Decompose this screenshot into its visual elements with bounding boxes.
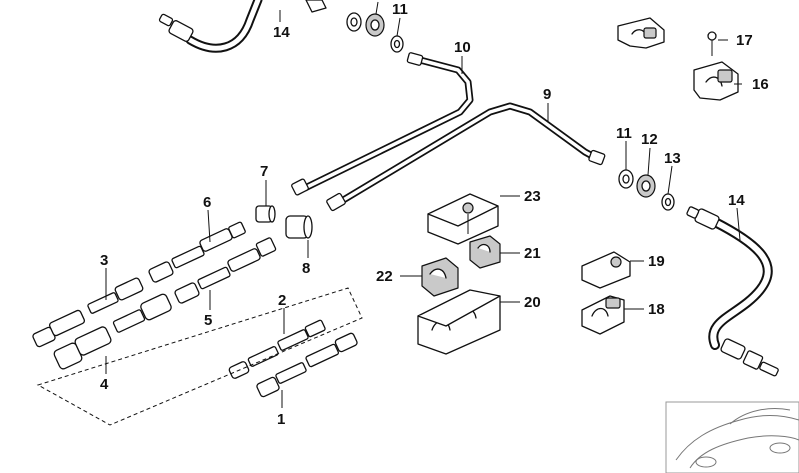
clip-16 bbox=[693, 61, 739, 101]
label-5: 5 bbox=[204, 312, 212, 329]
label-11: 11 bbox=[616, 125, 632, 142]
fitting-8 bbox=[285, 215, 313, 239]
label-21: 21 bbox=[524, 245, 541, 262]
connector-3 bbox=[32, 277, 144, 348]
label-8: 8 bbox=[302, 260, 310, 277]
label-18: 18 bbox=[648, 301, 665, 318]
leader-lines bbox=[105, 1, 742, 408]
label-10: 10 bbox=[454, 39, 471, 56]
label-11-top: 11 bbox=[392, 1, 408, 18]
label-19: 19 bbox=[648, 253, 665, 270]
clip-15 bbox=[617, 17, 665, 49]
clip-19 bbox=[581, 251, 631, 289]
label-7: 7 bbox=[260, 163, 268, 180]
connector-2 bbox=[228, 319, 326, 379]
label-22: 22 bbox=[376, 268, 393, 285]
connector-6 bbox=[148, 221, 246, 283]
group-outline bbox=[36, 287, 363, 426]
label-6: 6 bbox=[203, 194, 211, 211]
clip-23 bbox=[427, 193, 499, 245]
connector-4 bbox=[53, 293, 172, 370]
label-14-top: 14 bbox=[273, 24, 290, 41]
label-23: 23 bbox=[524, 188, 541, 205]
washer-set-right bbox=[618, 169, 675, 211]
fitting-7 bbox=[255, 205, 276, 223]
brake-hose-top-left bbox=[158, 0, 327, 53]
clip-20 bbox=[417, 289, 501, 355]
part-labels: 14 11 10 9 11 12 13 14 17 16 7 8 6 5 3 4… bbox=[100, 1, 769, 428]
brake-pipe-10 bbox=[291, 52, 474, 196]
clip-21 bbox=[469, 235, 501, 269]
label-13: 13 bbox=[664, 150, 681, 167]
label-9: 9 bbox=[543, 86, 551, 103]
label-1: 1 bbox=[277, 411, 285, 428]
label-14: 14 bbox=[728, 192, 745, 209]
label-3: 3 bbox=[100, 252, 108, 269]
washer-set-top bbox=[346, 12, 404, 53]
label-17: 17 bbox=[736, 32, 753, 49]
brake-hose-14 bbox=[686, 206, 779, 377]
clip-22 bbox=[421, 257, 459, 297]
screw-17 bbox=[707, 31, 717, 56]
label-20: 20 bbox=[524, 294, 541, 311]
label-4: 4 bbox=[100, 376, 109, 393]
label-16: 16 bbox=[752, 76, 769, 93]
brake-pipe-9 bbox=[326, 102, 606, 212]
vehicle-thumbnail bbox=[665, 401, 799, 473]
label-12: 12 bbox=[641, 131, 658, 148]
connector-1 bbox=[256, 332, 358, 398]
connector-5 bbox=[174, 237, 277, 304]
label-2: 2 bbox=[278, 292, 286, 309]
clip-18 bbox=[581, 295, 625, 335]
